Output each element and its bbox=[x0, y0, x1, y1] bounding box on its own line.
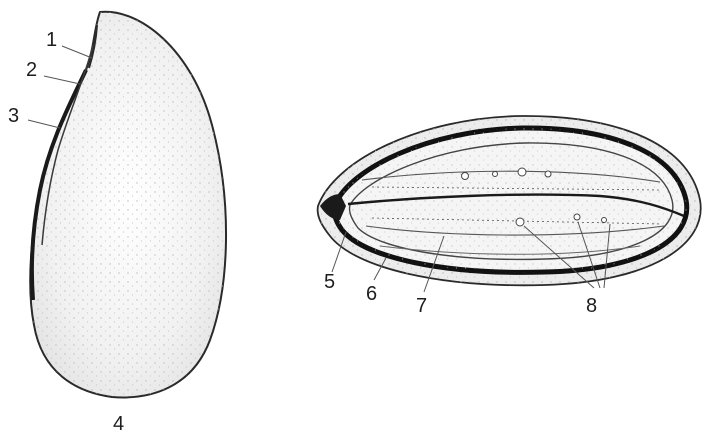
label-6: 6 bbox=[366, 284, 377, 304]
label-8: 8 bbox=[586, 296, 597, 316]
leader-1 bbox=[62, 46, 92, 58]
label-1: 1 bbox=[46, 30, 57, 50]
label-3: 3 bbox=[8, 106, 19, 126]
leader-3 bbox=[28, 120, 60, 128]
leader-2 bbox=[44, 76, 80, 84]
seed-cross-section bbox=[318, 116, 701, 285]
label-7: 7 bbox=[416, 296, 427, 316]
label-4: 4 bbox=[113, 414, 124, 434]
label-5: 5 bbox=[324, 272, 335, 292]
label-2: 2 bbox=[26, 60, 37, 80]
whole-seed bbox=[30, 12, 226, 398]
